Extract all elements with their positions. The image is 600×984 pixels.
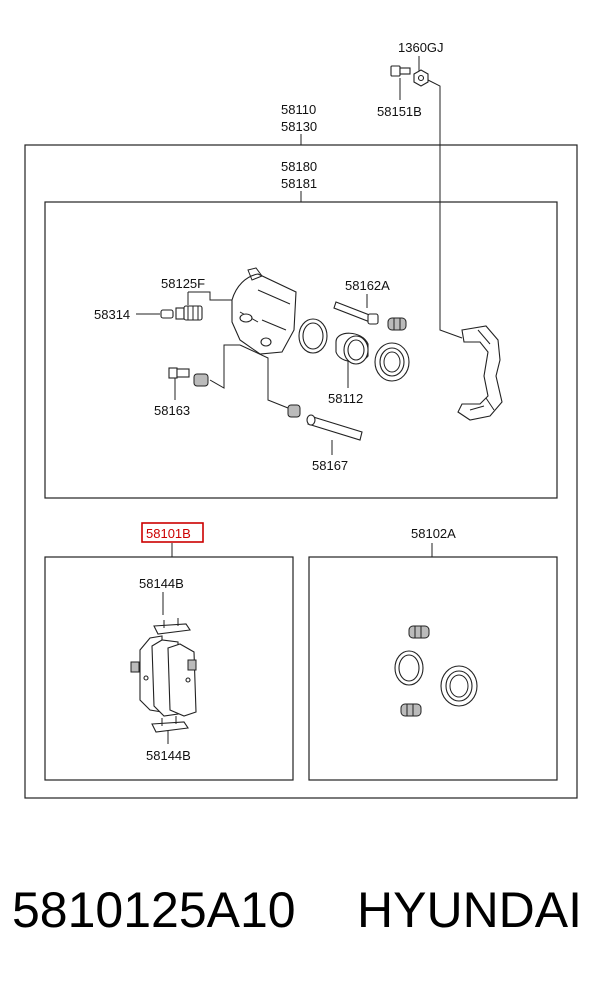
label-assembly-b[interactable]: 58130 <box>281 119 317 134</box>
bolt-icon <box>168 367 190 379</box>
label-seal-kit[interactable]: 58102A <box>411 526 456 541</box>
piston-icon <box>335 332 369 365</box>
assembly-frame <box>24 144 578 799</box>
footer-brand: HYUNDAI <box>357 882 582 938</box>
label-guide-pin-b[interactable]: 58167 <box>312 458 348 473</box>
kit-boot-bottom-icon <box>400 703 422 717</box>
top-bolt-icon <box>390 65 411 77</box>
kit-boot-top-icon <box>408 625 430 639</box>
caliper-frame <box>44 201 558 499</box>
label-top-washer[interactable]: 58151B <box>377 104 422 119</box>
dust-boot-icon <box>374 342 410 382</box>
label-shim-bottom[interactable]: 58144B <box>146 748 191 763</box>
kit-seal-ring-icon <box>394 650 424 686</box>
label-piston[interactable]: 58112 <box>328 391 363 406</box>
shim-bottom-icon <box>151 716 189 733</box>
top-washer-icon <box>413 69 429 87</box>
label-top-bolt[interactable]: 1360GJ <box>398 40 444 55</box>
pad-kit-highlight <box>141 522 204 543</box>
bleeder-screw-icon <box>175 305 203 321</box>
shim-top-icon <box>153 618 191 635</box>
pad-kit-frame <box>44 556 294 781</box>
guide-pin-a-icon <box>333 301 379 325</box>
leader-bleeder <box>187 291 232 305</box>
guide-pin-b-icon <box>306 414 363 441</box>
caliper-bracket-icon <box>457 325 503 421</box>
label-bleeder[interactable]: 58125F <box>161 276 205 291</box>
brake-pads-icon <box>130 635 197 717</box>
seal-kit-frame <box>308 556 558 781</box>
leader-bolt-group <box>209 344 289 409</box>
slide-bolt-icon <box>287 404 301 418</box>
caliper-housing-icon <box>231 267 297 355</box>
piston-seal-icon <box>298 318 328 354</box>
label-assembly-a[interactable]: 58110 <box>281 102 316 117</box>
label-guide-pin-a[interactable]: 58162A <box>345 278 390 293</box>
label-caliper-a[interactable]: 58180 <box>281 159 317 174</box>
label-caliper-b[interactable]: 58181 <box>281 176 317 191</box>
label-cap[interactable]: 58314 <box>94 307 130 322</box>
label-pad-kit[interactable]: 58101B <box>146 526 191 541</box>
label-bolt[interactable]: 58163 <box>154 403 190 418</box>
label-shim-top[interactable]: 58144B <box>139 576 184 591</box>
kit-dust-boot-icon <box>440 665 478 707</box>
leader-bracket <box>427 79 463 339</box>
footer-part-number: 5810125A10 <box>12 882 296 938</box>
cap-icon <box>160 309 174 319</box>
guide-pin-boot-icon <box>387 317 407 331</box>
bushing-icon <box>193 373 209 387</box>
